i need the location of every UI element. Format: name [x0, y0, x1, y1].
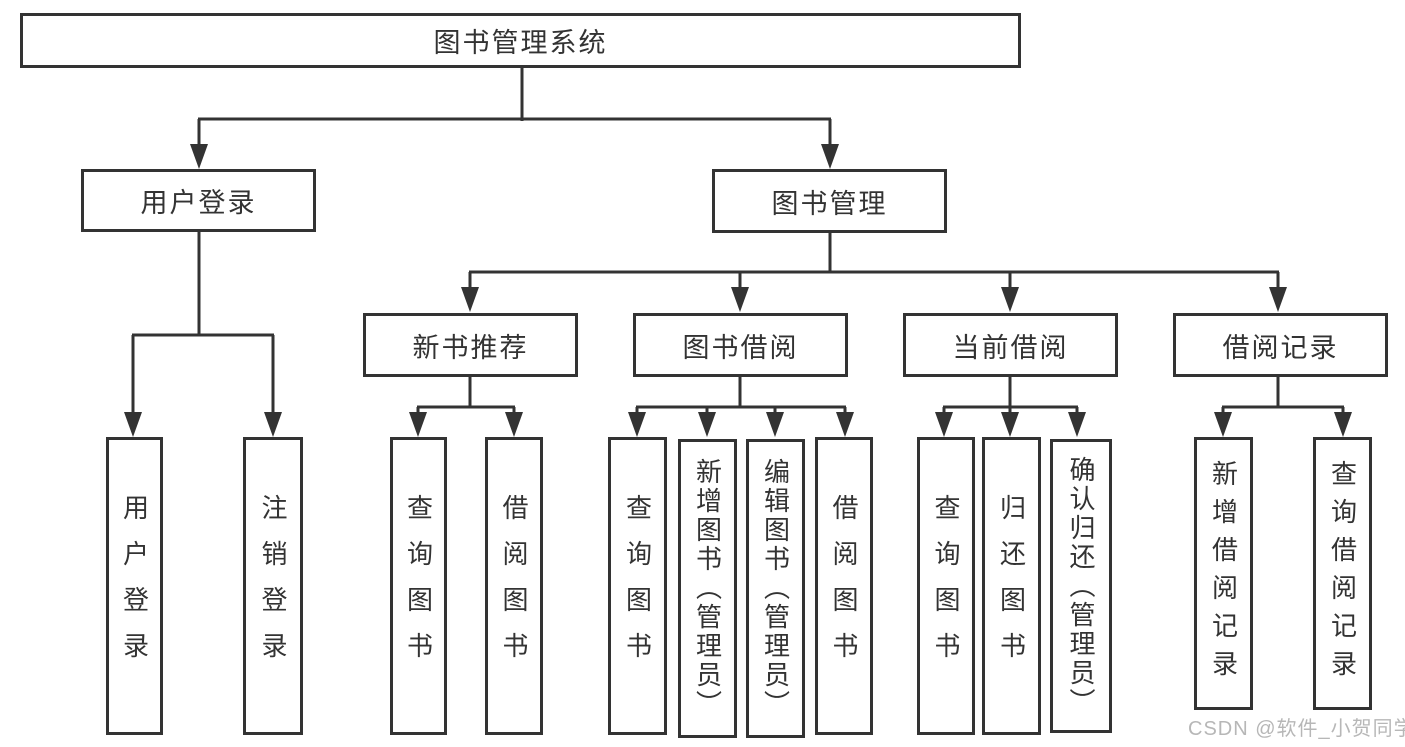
node-borrow-books-recommend-label: 借阅图书	[499, 494, 529, 678]
node-current-borrow: 当前借阅	[903, 313, 1118, 377]
arrowhead-down-icon	[731, 287, 749, 312]
node-borrow-record-label: 借阅记录	[1222, 332, 1339, 363]
arrowhead-down-icon	[190, 144, 208, 169]
node-borrow-books-borrow-label: 借阅图书	[829, 494, 859, 678]
node-logout-leaf-label: 注销登录	[258, 494, 288, 678]
node-book-borrow-label: 图书借阅	[682, 332, 799, 363]
arrowhead-down-icon	[766, 412, 784, 437]
node-add-borrow-record: 新增借阅记录	[1194, 437, 1253, 710]
arrowhead-down-icon	[409, 412, 427, 437]
node-add-books-admin-label: 新增图书（管理员）	[692, 458, 723, 719]
node-borrow-books-recommend: 借阅图书	[485, 437, 543, 735]
node-query-books-recommend-label: 查询图书	[403, 494, 434, 678]
node-add-borrow-record-label: 新增借阅记录	[1208, 459, 1239, 688]
node-user-login-label: 用户登录	[140, 188, 257, 218]
arrowhead-down-icon	[505, 412, 523, 437]
node-new-book-recommend: 新书推荐	[363, 313, 578, 377]
node-query-borrow-record: 查询借阅记录	[1313, 437, 1372, 710]
node-logout-leaf: 注销登录	[243, 437, 303, 735]
node-confirm-return-admin-label: 确认归还（管理员）	[1066, 455, 1096, 717]
node-book-management-label: 图书管理	[771, 188, 888, 219]
node-query-borrow-record-label: 查询借阅记录	[1327, 459, 1358, 688]
arrowhead-down-icon	[935, 412, 953, 437]
arrowhead-down-icon	[1269, 287, 1287, 312]
node-borrow-record: 借阅记录	[1173, 313, 1388, 377]
node-book-management: 图书管理	[712, 169, 947, 233]
node-edit-books-admin-label: 编辑图书（管理员）	[760, 458, 791, 719]
node-query-books-borrow-label: 查询图书	[622, 494, 653, 678]
node-edit-books-admin: 编辑图书（管理员）	[746, 439, 805, 738]
arrowhead-down-icon	[698, 412, 716, 437]
arrowhead-down-icon	[836, 412, 854, 437]
node-return-books-label: 归还图书	[996, 494, 1027, 678]
node-query-books-current-label: 查询图书	[931, 494, 961, 678]
arrowhead-down-icon	[124, 412, 142, 437]
arrowhead-down-icon	[1068, 412, 1086, 437]
node-user-login-leaf-label: 用户登录	[119, 494, 150, 678]
node-query-books-recommend: 查询图书	[390, 437, 447, 735]
arrowhead-down-icon	[1214, 412, 1232, 437]
node-root: 图书管理系统	[20, 13, 1021, 68]
node-book-borrow: 图书借阅	[633, 313, 848, 377]
node-current-borrow-label: 当前借阅	[952, 332, 1069, 363]
arrowhead-down-icon	[1001, 412, 1019, 437]
node-borrow-books-borrow: 借阅图书	[815, 437, 873, 735]
csdn-watermark: CSDN @软件_小贺同学	[1188, 718, 1405, 740]
node-query-books-borrow: 查询图书	[608, 437, 667, 735]
node-new-book-recommend-label: 新书推荐	[412, 332, 529, 363]
arrowhead-down-icon	[1001, 287, 1019, 312]
node-user-login: 用户登录	[81, 169, 316, 232]
node-return-books: 归还图书	[982, 437, 1041, 735]
node-query-books-current: 查询图书	[917, 437, 975, 735]
node-root-label: 图书管理系统	[433, 28, 608, 58]
arrowhead-down-icon	[628, 412, 646, 437]
arrowhead-down-icon	[461, 287, 479, 312]
node-add-books-admin: 新增图书（管理员）	[678, 439, 737, 738]
arrowhead-down-icon	[1334, 412, 1352, 437]
node-confirm-return-admin: 确认归还（管理员）	[1050, 439, 1112, 733]
node-user-login-leaf: 用户登录	[106, 437, 163, 735]
arrowhead-down-icon	[264, 412, 282, 437]
arrowhead-down-icon	[821, 144, 839, 169]
